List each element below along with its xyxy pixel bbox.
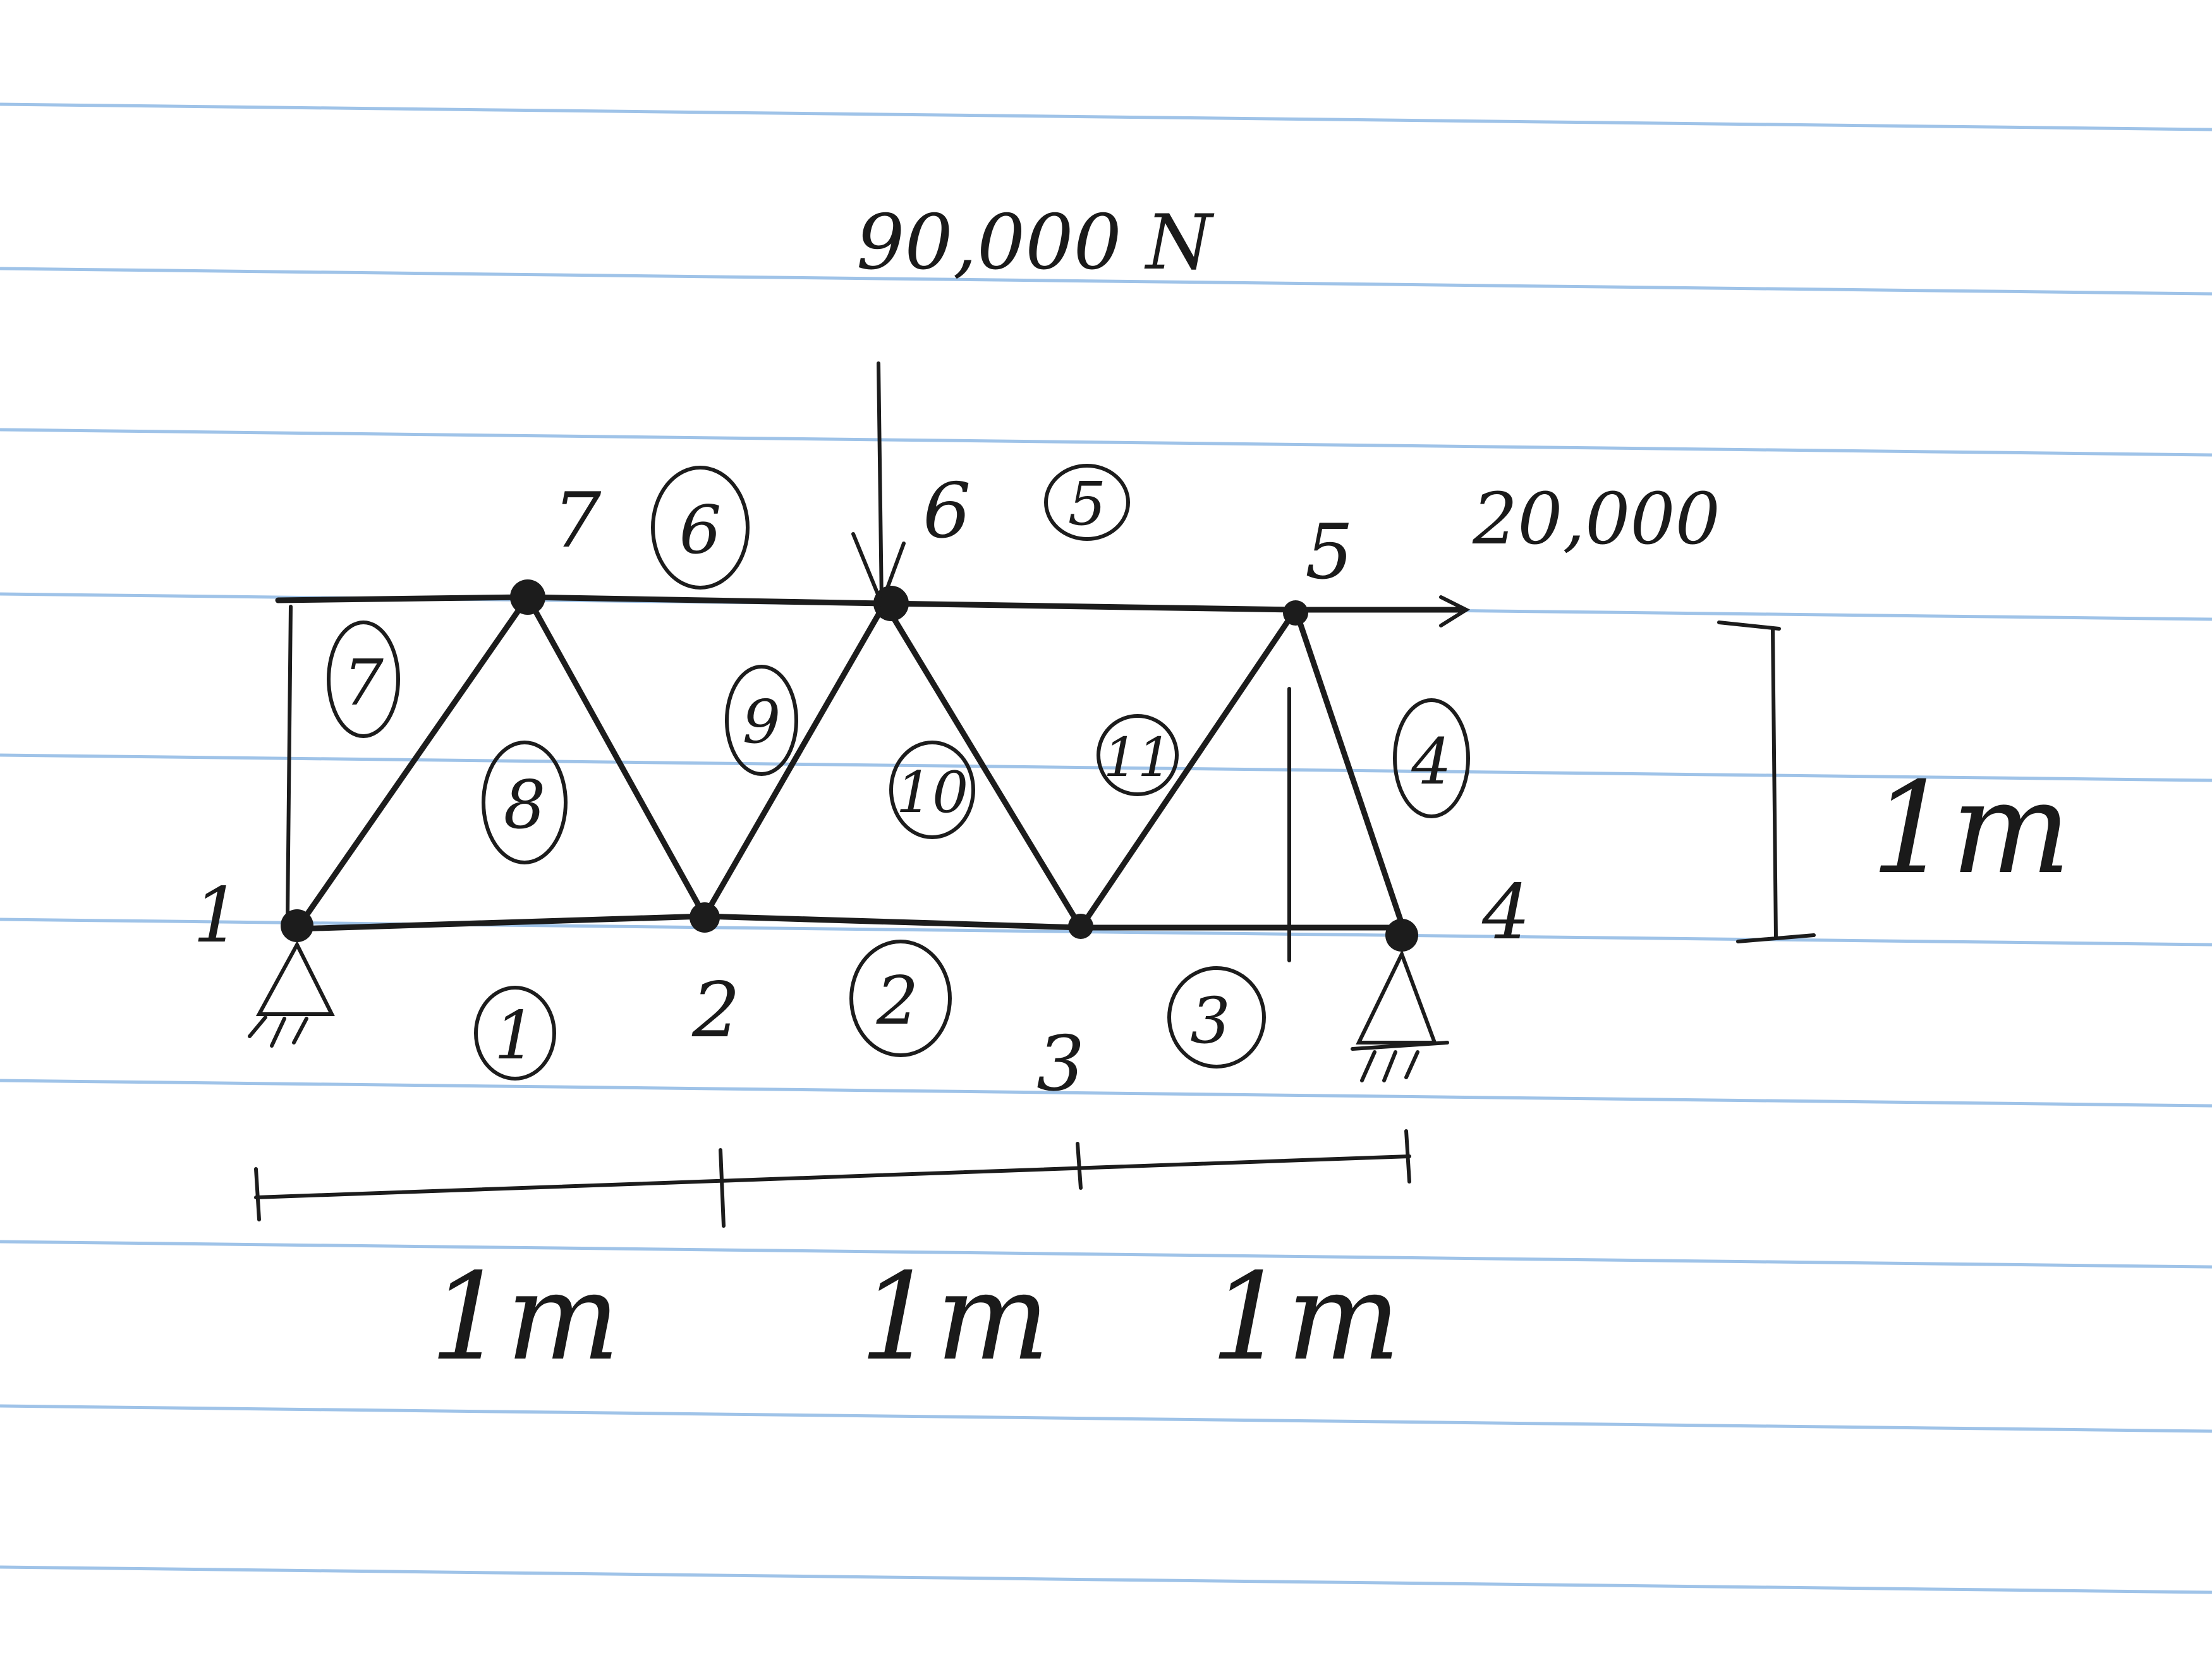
svg-text:3: 3 — [1190, 984, 1231, 1058]
height-dimension-label: 1m — [1871, 755, 2071, 902]
node-label-2: 2 — [691, 967, 740, 1055]
member-label-5: 5 — [1044, 464, 1130, 541]
diagonal-members — [294, 591, 1406, 933]
joints — [281, 579, 1418, 952]
member-label-8: 8 — [482, 741, 568, 864]
bottom-chord — [294, 913, 1406, 932]
member-label-11: 11 — [1097, 714, 1179, 796]
ruled-line — [0, 428, 2212, 457]
ruled-line — [0, 917, 2212, 947]
member-labels: 1 2 3 4 5 6 7 8 — [327, 464, 1470, 1081]
ruled-line — [0, 753, 2212, 782]
ruled-line — [0, 1565, 2212, 1594]
svg-text:6: 6 — [679, 492, 722, 569]
span-label-2: 1m — [860, 1247, 1050, 1387]
node-label-4: 4 — [1481, 869, 1530, 957]
joint-1 — [281, 909, 313, 942]
member-label-3: 3 — [1167, 966, 1266, 1069]
member-label-9: 9 — [725, 665, 798, 776]
span-dimension-line — [254, 1129, 1411, 1228]
joint-4 — [1385, 919, 1418, 952]
node-labels: 1 2 3 4 5 6 7 — [193, 468, 1530, 1108]
member-label-2: 2 — [849, 940, 952, 1057]
pin-support-left — [248, 940, 335, 1048]
node-label-1: 1 — [193, 872, 241, 960]
svg-text:10: 10 — [896, 760, 969, 826]
joint-7 — [510, 579, 545, 615]
node-label-3: 3 — [1036, 1020, 1085, 1108]
horizontal-load-arrow — [1439, 595, 1471, 627]
svg-text:4: 4 — [1411, 725, 1452, 799]
node-label-5: 5 — [1305, 509, 1353, 596]
joint-3 — [1068, 914, 1093, 939]
member-label-10: 10 — [889, 741, 975, 839]
svg-text:11: 11 — [1103, 727, 1172, 789]
vertical-load-label: 90,000 N — [856, 199, 1215, 287]
joint-5 — [1283, 600, 1308, 626]
top-chord — [275, 594, 1463, 613]
node-label-6: 6 — [923, 468, 971, 555]
member-label-6: 6 — [651, 466, 750, 590]
height-dimension: 1m — [1717, 621, 2071, 943]
joint-6 — [873, 586, 909, 621]
svg-text:1: 1 — [494, 997, 537, 1074]
left-vertical-line — [286, 605, 293, 918]
member-label-4: 4 — [1393, 698, 1470, 818]
span-label-3: 1m — [1210, 1247, 1401, 1387]
horizontal-load-label: 20,000 — [1472, 478, 1720, 560]
ruled-line — [0, 1240, 2212, 1269]
ruled-line — [0, 1404, 2212, 1433]
member-label-1: 1 — [474, 986, 556, 1081]
member-label-7: 7 — [327, 621, 400, 738]
svg-text:2: 2 — [876, 962, 919, 1039]
svg-text:7: 7 — [343, 646, 384, 720]
svg-text:8: 8 — [504, 766, 546, 844]
svg-text:5: 5 — [1068, 469, 1106, 539]
pin-support-right — [1351, 949, 1449, 1082]
ruled-line — [0, 267, 2212, 296]
ruled-line — [0, 102, 2212, 131]
truss-members — [275, 591, 1463, 962]
ruled-line — [0, 1079, 2212, 1108]
span-label-1: 1m — [430, 1247, 620, 1387]
joint-2 — [690, 902, 720, 933]
svg-text:9: 9 — [743, 687, 781, 757]
vertical-load-arrow — [851, 361, 906, 609]
node-label-7: 7 — [553, 477, 602, 565]
